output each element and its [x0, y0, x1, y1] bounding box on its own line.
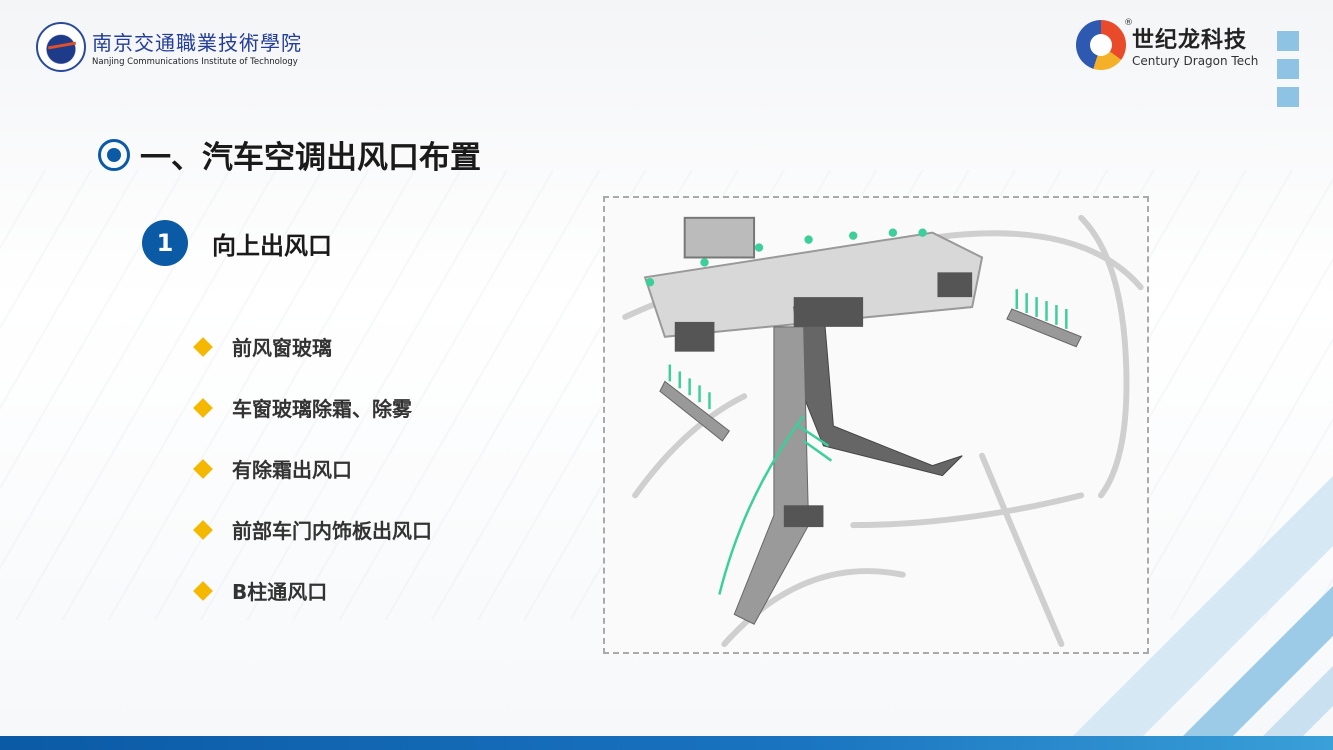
company-name-en: Century Dragon Tech — [1132, 54, 1259, 68]
diamond-bullet-icon — [193, 580, 213, 601]
corner-stripe — [1073, 476, 1333, 736]
dragon-logo-icon — [1076, 20, 1126, 70]
deco-square — [1277, 87, 1299, 107]
item-label: 车窗玻璃除霜、除雾 — [232, 397, 412, 421]
company-logo: 世纪龙科技 Century Dragon Tech — [1076, 20, 1258, 70]
list-item: B柱通风口 — [193, 560, 432, 621]
section-heading: 1 向上出风口 — [142, 220, 332, 266]
diamond-bullet-icon — [193, 397, 213, 418]
item-label: 前风窗玻璃 — [232, 336, 332, 360]
diamond-bullet-icon — [193, 458, 213, 479]
school-name-cn: 南京交通職業技術學院 — [92, 31, 302, 55]
school-emblem-icon — [36, 22, 86, 72]
bullet-list: 前风窗玻璃 车窗玻璃除霜、除雾 有除霜出风口 前部车门内饰板出风口 B柱通风口 — [193, 316, 432, 621]
deco-square — [1277, 59, 1299, 79]
diamond-bullet-icon — [193, 336, 213, 357]
list-item: 有除霜出风口 — [193, 438, 432, 499]
list-item: 车窗玻璃除霜、除雾 — [193, 377, 432, 438]
footer-bar — [0, 736, 1333, 750]
title-text: 一、汽车空调出风口布置 — [140, 140, 481, 176]
deco-square — [1277, 31, 1299, 51]
school-logo: 南京交通職業技術學院 Nanjing Communications Instit… — [36, 22, 302, 72]
target-bullet-icon — [98, 138, 130, 171]
item-label: 有除霜出风口 — [232, 458, 352, 482]
list-item: 前风窗玻璃 — [193, 316, 432, 377]
item-label: B柱通风口 — [232, 580, 328, 604]
section-number: 1 — [142, 220, 188, 266]
school-name-en: Nanjing Communications Institute of Tech… — [92, 57, 298, 67]
registered-mark: ® — [1124, 18, 1133, 28]
hvac-vent-diagram-image — [603, 196, 1149, 654]
company-name-cn: 世纪龙科技 — [1132, 28, 1248, 53]
slide-title: 一、汽车空调出风口布置 — [98, 132, 481, 177]
item-label: 前部车门内饰板出风口 — [232, 519, 432, 543]
corner-stripe — [1263, 666, 1333, 736]
corner-stripe — [1183, 586, 1333, 736]
list-item: 前部车门内饰板出风口 — [193, 499, 432, 560]
diamond-bullet-icon — [193, 519, 213, 540]
corner-stripes — [913, 436, 1333, 736]
section-label: 向上出风口 — [212, 231, 332, 260]
